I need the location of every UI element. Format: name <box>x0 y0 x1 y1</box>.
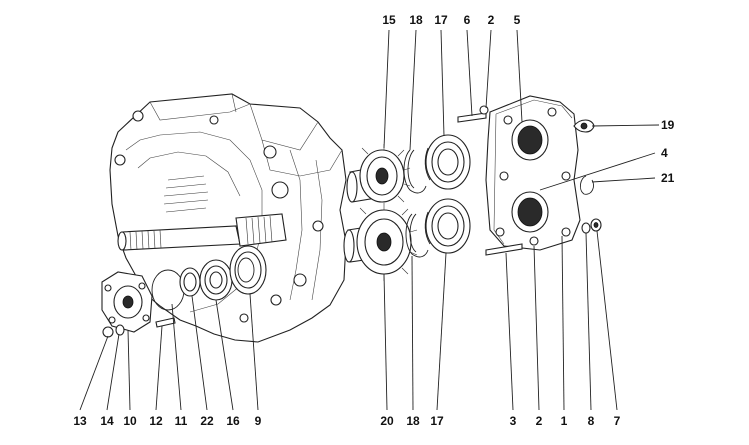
spacer-22 <box>179 267 201 297</box>
snap-ring-18-lower <box>405 213 429 258</box>
housing-ribs <box>163 175 209 213</box>
callout-19: 19 <box>661 118 675 132</box>
bearing-17-lower <box>424 198 471 254</box>
callout-20: 20 <box>380 414 394 428</box>
stud-12 <box>155 317 176 328</box>
callout-4: 4 <box>661 146 668 160</box>
callout-1: 1 <box>561 414 568 428</box>
snap-ring-18-upper <box>403 149 427 194</box>
main-shaft <box>117 213 287 251</box>
bearing-16 <box>199 259 233 301</box>
callout-18-bottom: 18 <box>406 414 420 428</box>
callout-3: 3 <box>510 414 517 428</box>
callout-2-top: 2 <box>488 13 495 27</box>
callout-2-bottom: 2 <box>536 414 543 428</box>
bearing-17-upper <box>424 134 471 190</box>
cover-plate <box>485 95 581 251</box>
callout-16: 16 <box>226 414 240 428</box>
callout-labels: 15 18 17 6 2 5 19 4 21 13 14 10 12 11 22… <box>73 13 674 428</box>
callout-17-bottom: 17 <box>430 414 444 428</box>
callout-5: 5 <box>514 13 521 27</box>
callout-8: 8 <box>588 414 595 428</box>
callout-13: 13 <box>73 414 87 428</box>
leader-lines <box>79 29 660 411</box>
callout-9: 9 <box>255 414 262 428</box>
gear-15 <box>346 144 411 203</box>
callout-15: 15 <box>382 13 396 27</box>
callout-22: 22 <box>200 414 214 428</box>
seal-9 <box>229 245 267 295</box>
nut-and-washer-13-14 <box>102 324 125 338</box>
transmission-housing <box>109 93 347 343</box>
studs-and-pins <box>457 105 602 256</box>
callout-18-top: 18 <box>409 13 423 27</box>
callout-21: 21 <box>661 171 675 185</box>
callout-10: 10 <box>123 414 137 428</box>
callout-12: 12 <box>149 414 163 428</box>
end-cover-10 <box>101 271 153 333</box>
callout-11: 11 <box>175 414 188 428</box>
gear-20 <box>343 203 418 281</box>
callout-14: 14 <box>100 414 114 428</box>
callout-6: 6 <box>464 13 471 27</box>
callout-17-top: 17 <box>434 13 448 27</box>
callout-7: 7 <box>614 414 621 428</box>
housing-bolt-bosses <box>114 110 324 323</box>
